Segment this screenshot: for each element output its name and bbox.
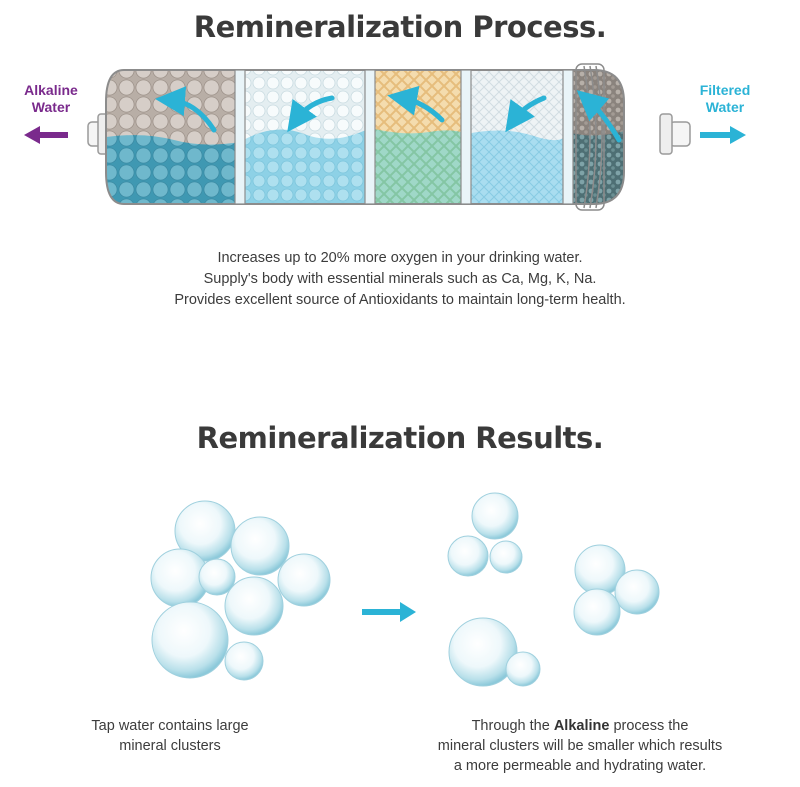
tap-water-caption: Tap water contains large mineral cluster… bbox=[60, 716, 280, 756]
caption-suffix: process the bbox=[609, 718, 689, 734]
benefits-text: Increases up to 20% more oxygen in your … bbox=[0, 248, 800, 311]
filtered-water-label: Filtered Water bbox=[688, 82, 762, 116]
alkaline-caption-line1: Through the Alkaline process the bbox=[410, 716, 750, 736]
outflow-arrow-icon bbox=[24, 126, 68, 144]
alkaline-label-line1: Alkaline bbox=[24, 82, 78, 98]
large-cluster bbox=[150, 500, 331, 681]
transition-arrow-icon bbox=[362, 602, 416, 622]
inflow-arrow-icon bbox=[700, 126, 746, 144]
alkaline-keyword: Alkaline bbox=[553, 718, 610, 734]
filtered-label-line1: Filtered bbox=[699, 82, 751, 98]
benefit-line-2: Supply's body with essential minerals su… bbox=[203, 271, 597, 287]
filtered-label-line2: Water bbox=[705, 99, 745, 115]
alkaline-caption-line2: mineral clusters will be smaller which r… bbox=[437, 738, 723, 754]
benefit-line-1: Increases up to 20% more oxygen in your … bbox=[217, 250, 583, 266]
alkaline-label-line2: Water bbox=[31, 99, 71, 115]
process-title: Remineralization Process. bbox=[193, 10, 607, 44]
caption-prefix: Through the bbox=[471, 718, 554, 734]
alkaline-caption: Through the Alkaline process the mineral… bbox=[410, 716, 750, 776]
tap-caption-line1: Tap water contains large bbox=[91, 718, 249, 734]
filter-cartridge-diagram bbox=[87, 63, 691, 211]
results-title: Remineralization Results. bbox=[196, 421, 604, 455]
benefit-line-3: Provides excellent source of Antioxidant… bbox=[174, 292, 626, 308]
small-clusters bbox=[447, 492, 660, 687]
mineral-clusters-illustration bbox=[150, 492, 660, 687]
alkaline-water-label: Alkaline Water bbox=[14, 82, 88, 116]
tap-caption-line2: mineral clusters bbox=[119, 738, 221, 754]
alkaline-caption-line3: a more permeable and hydrating water. bbox=[453, 758, 707, 774]
